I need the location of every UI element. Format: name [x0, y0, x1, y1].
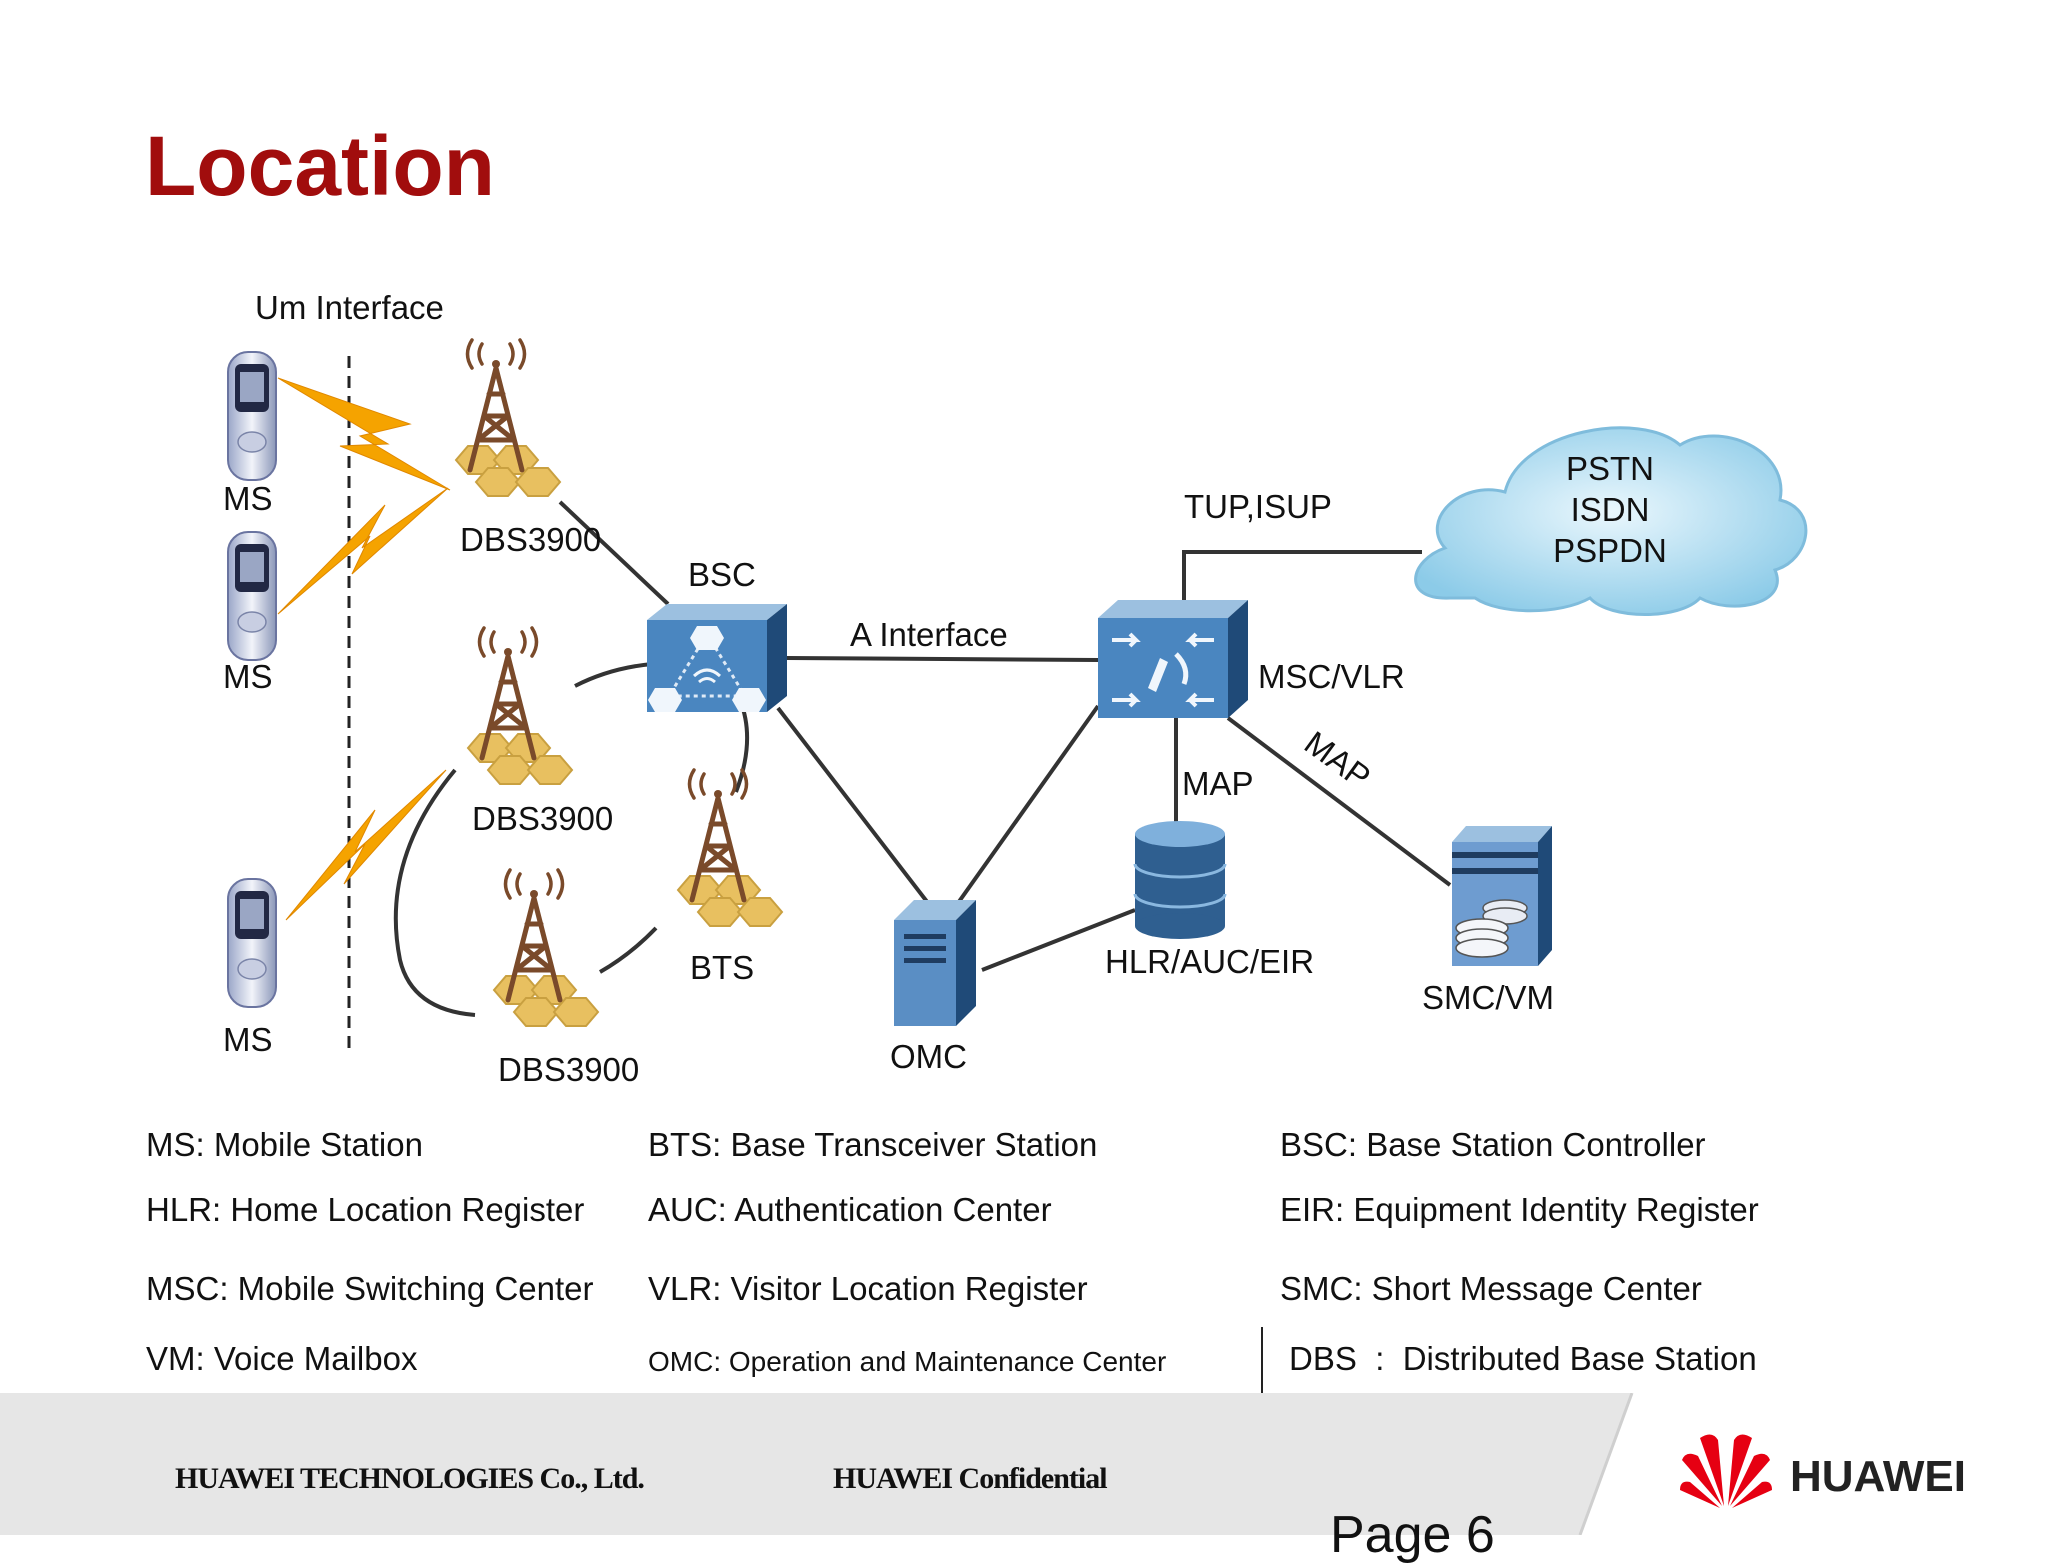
legend-item: OMC: Operation and Maintenance Center — [648, 1346, 1167, 1377]
base-station-tower-icon — [456, 340, 560, 496]
legend-item: DBS : Distributed Base Station — [1289, 1340, 1757, 1377]
dbs-label: DBS3900 — [498, 1051, 639, 1088]
footer-company: HUAWEI TECHNOLOGIES Co., Ltd. — [175, 1462, 645, 1495]
legend-item: VM: Voice Mailbox — [146, 1340, 418, 1377]
legend-item: VLR: Visitor Location Register — [648, 1270, 1088, 1307]
base-station-tower-icon — [678, 770, 782, 926]
footer-slant — [1578, 1393, 2048, 1535]
legend-item: MSC: Mobile Switching Center — [146, 1270, 594, 1307]
bsc-label: BSC — [688, 556, 756, 593]
msc-vlr-label: MSC/VLR — [1258, 658, 1405, 695]
huawei-logo-text: HUAWEI — [1790, 1452, 1966, 1501]
um-interface-label: Um Interface — [255, 289, 444, 326]
a-interface-label: A Interface — [850, 616, 1008, 653]
legend-item: HLR: Home Location Register — [146, 1191, 585, 1228]
smc-server-icon — [1452, 826, 1552, 966]
smc-label: SMC/VM — [1422, 979, 1554, 1016]
hlr-database-icon — [1133, 821, 1227, 939]
mobile-phone-icon — [227, 531, 277, 661]
dbs-label: DBS3900 — [460, 521, 601, 558]
huawei-logo-icon — [1680, 1434, 1772, 1508]
legend-item: AUC: Authentication Center — [648, 1191, 1052, 1228]
bts-label: BTS — [690, 949, 754, 986]
map-label: MAP — [1298, 724, 1378, 796]
cloud-label: PSPDN — [1553, 532, 1667, 569]
page-title: Location — [145, 119, 495, 213]
base-station-tower-icon — [468, 628, 572, 784]
network-diagram: Um Interface MS MS MS DBS3900 DBS3900 DB… — [223, 289, 1808, 1088]
omc-label: OMC — [890, 1038, 967, 1075]
pstn-cloud-icon — [1414, 426, 1808, 616]
ms-label: MS — [223, 480, 273, 517]
mobile-phone-icon — [227, 351, 277, 481]
lightning-icon — [277, 377, 451, 921]
ms-label: MS — [223, 658, 273, 695]
page-number: Page 6 — [1330, 1506, 1495, 1564]
cloud-label: PSTN — [1566, 450, 1654, 487]
base-station-tower-icon — [494, 870, 598, 1026]
legend-divider — [1261, 1327, 1263, 1393]
mobile-phone-icon — [227, 878, 277, 1008]
connection-lines — [393, 500, 1452, 1017]
tup-isup-label: TUP,ISUP — [1184, 488, 1332, 525]
msc-switch-icon — [1098, 600, 1248, 718]
footer-confidential: HUAWEI Confidential — [833, 1462, 1108, 1495]
map-label: MAP — [1182, 765, 1254, 802]
ms-label: MS — [223, 1021, 273, 1058]
omc-server-icon — [894, 900, 976, 1026]
bsc-device-icon — [647, 604, 787, 712]
cloud-label: ISDN — [1571, 491, 1650, 528]
legend-item: SMC: Short Message Center — [1280, 1270, 1702, 1307]
legend-item: BTS: Base Transceiver Station — [648, 1126, 1098, 1163]
dbs-label: DBS3900 — [472, 800, 613, 837]
legend-item: BSC: Base Station Controller — [1280, 1126, 1706, 1163]
legend-item: MS: Mobile Station — [146, 1126, 423, 1163]
hlr-label: HLR/AUC/EIR — [1105, 943, 1314, 980]
legend-item: EIR: Equipment Identity Register — [1280, 1191, 1759, 1228]
